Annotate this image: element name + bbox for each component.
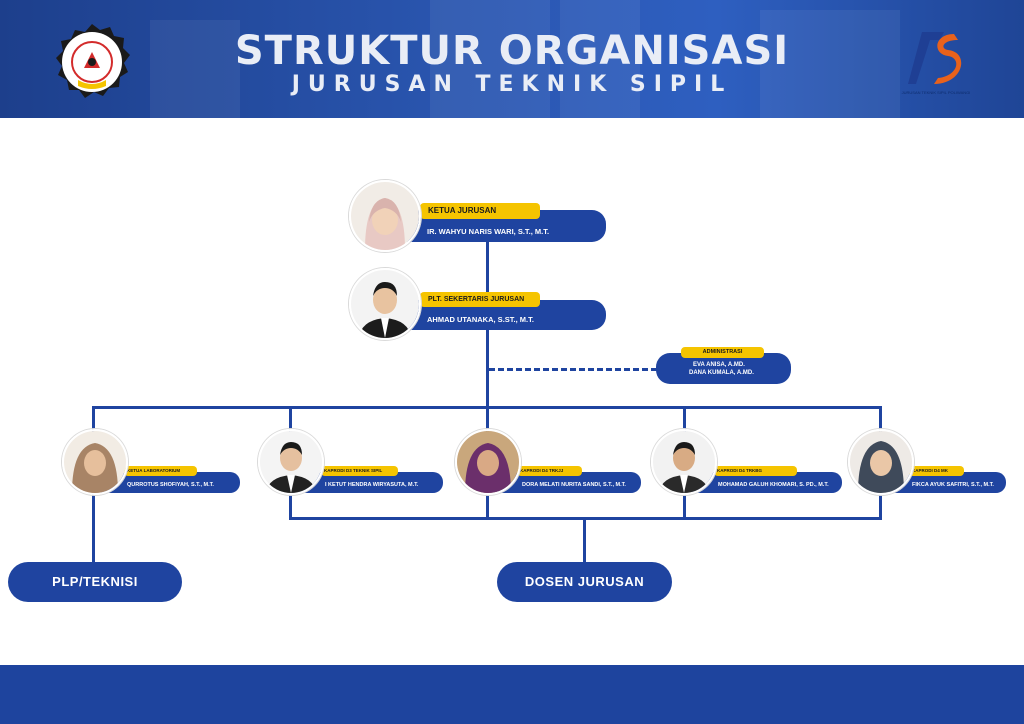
unit-card-1 [95, 472, 240, 493]
administrasi-name-2: DANA KUMALA, A.MD. [689, 370, 754, 376]
ketua-photo [349, 180, 421, 252]
unit-role-tag-4: KAPRODI D4 TRKBG [714, 466, 797, 476]
unit-name-3: DORA MELATI NURITA SANDI, S.T., M.T. [522, 482, 626, 488]
administrasi-card [656, 353, 791, 384]
dosen-jurusan-box: DOSEN JURUSAN [497, 562, 672, 602]
unit-name-4: MOHAMAD GALUH KHOMARI, S. PD., M.T. [718, 482, 829, 488]
administrasi-name-1: EVA ANISA, A.MD. [693, 362, 745, 368]
unit-card-5 [882, 472, 1006, 493]
plp-teknisi-box: PLP/TEKNISI [8, 562, 182, 602]
footer-bar [0, 665, 1024, 724]
unit-card-3 [489, 472, 641, 493]
logo-caption: JURUSAN TEKNIK SIPIL POLIWANGI [901, 90, 971, 95]
unit-photo-5 [848, 429, 914, 495]
unit-name-5: FIKCA AYUK SAFITRI, S.T., M.T. [912, 482, 994, 488]
ketua-name: IR. WAHYU NARIS WARI, S.T., M.T. [427, 227, 550, 236]
page-subtitle: JURUSAN TEKNIK SIPIL [291, 72, 733, 97]
header-banner: STRUKTUR ORGANISASI JURUSAN TEKNIK SIPIL… [0, 0, 1024, 118]
sekretaris-name: AHMAD UTANAKA, S.ST., M.T. [427, 315, 534, 324]
sekretaris-photo [349, 268, 421, 340]
teknik-sipil-logo: JURUSAN TEKNIK SIPIL POLIWANGI [902, 28, 970, 102]
unit-photo-4 [651, 429, 717, 495]
unit-photo-3 [455, 429, 521, 495]
unit-role-tag-1: KETUA LABORATORIUM [124, 466, 197, 476]
connector-to-dosen [583, 517, 586, 563]
unit-name-2: I KETUT HENDRA WIRYASUTA, M.T. [325, 482, 419, 488]
ketua-role-tag: KETUA JURUSAN [420, 203, 540, 219]
connector-administrasi [489, 368, 657, 371]
unit-name-1: QURROTUS SHOFIYAH, S.T., M.T. [127, 482, 214, 488]
unit-role-tag-2: KAPRODI D3 TEKNIK SIPIL [321, 466, 398, 476]
poliwangi-logo [52, 22, 132, 102]
unit-role-tag-5: KAPRODI D4 MK [909, 466, 964, 476]
unit-card-4 [686, 472, 842, 493]
unit-card-2 [292, 472, 443, 493]
unit-photo-2 [258, 429, 324, 495]
administrasi-role-tag: ADMINISTRASI [681, 347, 764, 358]
unit-photo-1 [62, 429, 128, 495]
page-title: STRUKTUR ORGANISASI [234, 28, 790, 74]
unit-role-tag-3: KAPRODI D4 TRKJJ [517, 466, 582, 476]
sekretaris-role-tag: PLT. SEKERTARIS JURUSAN [420, 292, 540, 307]
